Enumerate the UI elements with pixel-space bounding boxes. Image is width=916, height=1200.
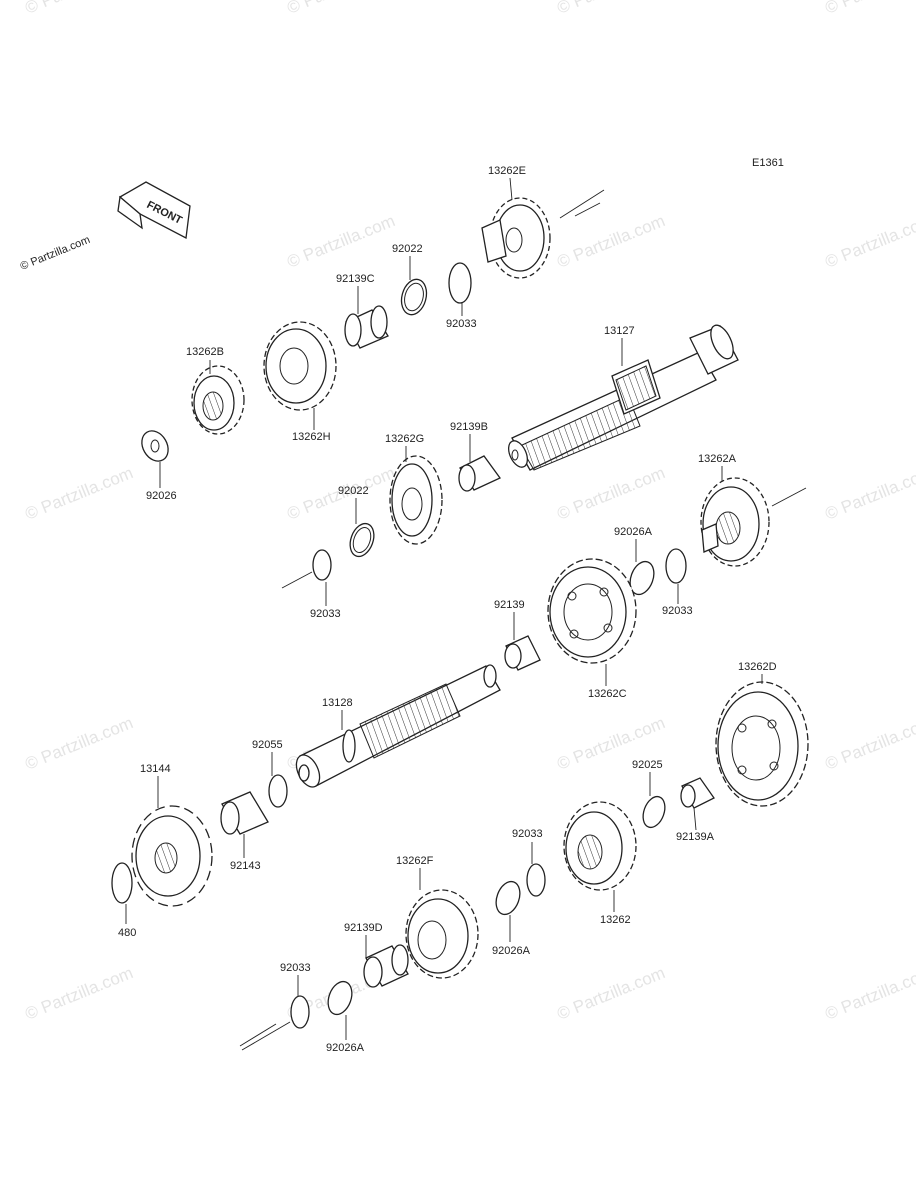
gear-13262a — [700, 477, 770, 567]
circlip-92033-b — [312, 549, 332, 581]
bearing-92139d — [363, 944, 409, 988]
watermark-text: © Partzilla.com — [554, 211, 667, 272]
gear-13262 — [563, 801, 637, 891]
circlip-92033 — [448, 262, 472, 304]
gear-13262d — [715, 681, 809, 807]
part-label-13128[interactable]: 13128 — [322, 697, 353, 709]
watermark-text: © Partzilla.com — [22, 463, 135, 524]
watermark-text: © Partzilla.com — [22, 963, 135, 1024]
gear-13262e — [481, 197, 551, 279]
part-label-92026[interactable]: 92026 — [146, 490, 177, 502]
part-label-480[interactable]: 480 — [118, 927, 136, 939]
part-label-92033e[interactable]: 92033 — [280, 962, 311, 974]
washer-92026 — [141, 430, 169, 462]
watermark-text: © Partzilla.com — [554, 463, 667, 524]
washer-92022-b — [349, 522, 375, 558]
part-label-13262a[interactable]: 13262A — [698, 453, 737, 465]
part-label-13262h[interactable]: 13262H — [292, 431, 331, 443]
part-label-13144[interactable]: 13144 — [140, 763, 171, 775]
part-label-13262g[interactable]: 13262G — [385, 433, 424, 445]
leader-line-92139a — [693, 807, 697, 831]
part-label-92139[interactable]: 92139 — [494, 599, 525, 611]
part-label-13262e[interactable]: 13262E — [488, 165, 526, 177]
part-label-92033b[interactable]: 92033 — [310, 608, 341, 620]
washer-92026a-c — [327, 980, 353, 1016]
part-label-92033d[interactable]: 92033 — [512, 828, 543, 840]
front-direction-arrow: FRONT — [117, 181, 191, 240]
watermark-text: © Partzilla.com — [284, 0, 397, 18]
part-label-13262b[interactable]: 13262B — [186, 346, 224, 358]
part-label-92033c[interactable]: 92033 — [662, 605, 693, 617]
gear-13262f — [405, 889, 479, 979]
bushing-92139 — [504, 635, 541, 671]
part-label-92022b[interactable]: 92022 — [338, 485, 369, 497]
part-label-92055[interactable]: 92055 — [252, 739, 283, 751]
shaft-13127 — [507, 324, 739, 471]
washer-92026a-b — [495, 880, 521, 916]
part-label-92022a[interactable]: 92022 — [392, 243, 423, 255]
part-label-92025[interactable]: 92025 — [632, 759, 663, 771]
bushing-92139b — [458, 455, 501, 492]
circlip-480 — [111, 862, 133, 904]
watermark-text: © Partzilla.com — [822, 963, 916, 1024]
part-label-13262[interactable]: 13262 — [600, 914, 631, 926]
part-label-92026a1[interactable]: 92026A — [614, 526, 653, 538]
sprocket-13144 — [131, 805, 213, 907]
watermark-text: © Partzilla.com — [554, 0, 667, 18]
part-label-13262c[interactable]: 13262C — [588, 688, 627, 700]
oring-92055 — [268, 774, 288, 808]
gear-13262h — [263, 321, 337, 411]
watermark-text: © Partzilla.com — [822, 463, 916, 524]
washer-92022 — [400, 278, 428, 316]
watermark-text: © Partzilla.com — [22, 0, 135, 18]
watermark-text: © Partzilla.com — [822, 713, 916, 774]
part-label-13262d[interactable]: 13262D — [738, 661, 777, 673]
gear-13262b — [191, 365, 245, 435]
part-label-92033a[interactable]: 92033 — [446, 318, 477, 330]
bushing-92139a — [680, 777, 715, 809]
circlip-92033-c — [665, 548, 687, 584]
watermark-text: © Partzilla.com — [22, 713, 135, 774]
washer-92025 — [642, 795, 666, 829]
part-label-13127[interactable]: 13127 — [604, 325, 635, 337]
part-label-92026a2[interactable]: 92026A — [492, 945, 531, 957]
gear-13262c — [547, 558, 637, 664]
circlip-92033-d — [526, 863, 546, 897]
part-label-92139d[interactable]: 92139D — [344, 922, 383, 934]
shaft-13128 — [295, 664, 501, 788]
watermark-text: © Partzilla.com — [554, 963, 667, 1024]
part-label-92139a[interactable]: 92139A — [676, 831, 715, 843]
part-label-92143[interactable]: 92143 — [230, 860, 261, 872]
watermark-text: © Partzilla.com — [284, 211, 397, 272]
logo-text: © Partzilla.com — [19, 234, 92, 273]
partzilla-logo: © Partzilla.com — [19, 234, 92, 273]
watermark-text: © Partzilla.com — [822, 211, 916, 272]
part-label-13262f[interactable]: 13262F — [396, 855, 434, 867]
bearing-92139c — [344, 305, 389, 349]
leader-line-13262e — [509, 177, 513, 201]
gear-13262g — [389, 455, 443, 545]
part-label-92139c[interactable]: 92139C — [336, 273, 375, 285]
circlip-92033-e — [290, 995, 310, 1029]
watermark-text: © Partzilla.com — [822, 0, 916, 18]
part-label-92139b[interactable]: 92139B — [450, 421, 488, 433]
part-label-92026a3[interactable]: 92026A — [326, 1042, 365, 1054]
diagram-code: E1361 — [752, 157, 784, 169]
washer-92026a — [629, 560, 655, 596]
collar-92143 — [220, 791, 269, 835]
part-labels: 13262E 92022 92139C 92033 13262B 13262H 13127 9… — [118, 165, 777, 1054]
